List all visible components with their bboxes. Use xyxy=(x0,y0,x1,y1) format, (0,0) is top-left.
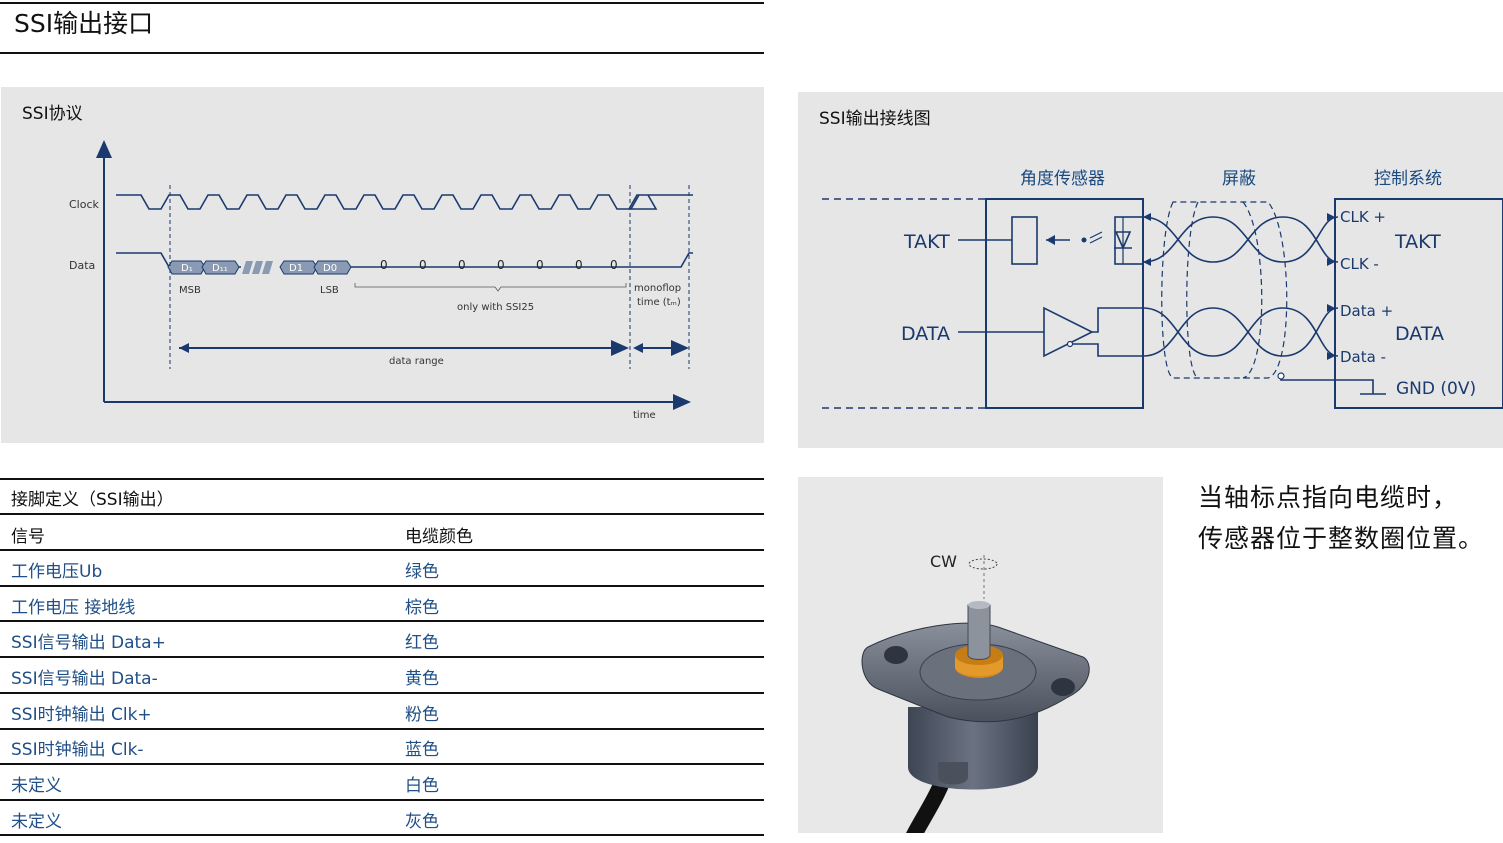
table-bottom-rule xyxy=(0,834,764,836)
data-range-label: data range xyxy=(389,356,444,367)
table-rule xyxy=(0,513,764,515)
note-line-2: 传感器位于整数圈位置。 xyxy=(1198,524,1485,553)
table-row-color: 棕色 xyxy=(405,598,439,618)
table-rule xyxy=(0,585,764,587)
data-minus-label: Data - xyxy=(1340,348,1386,366)
page-title: SSI输出接口 xyxy=(14,9,154,38)
zero-bit: 0 xyxy=(458,258,466,272)
zero-bits: 0 0 0 0 0 0 0 xyxy=(380,258,618,272)
table-row-color: 黄色 xyxy=(405,669,439,689)
bit-cells: D₁ D₁₁ D1 D0 xyxy=(167,260,352,275)
table-rule xyxy=(0,620,764,622)
note-line-1: 当轴标点指向电缆时， xyxy=(1198,483,1459,512)
control-label: 控制系统 xyxy=(1374,169,1442,189)
table-row-signal: 工作电压Ub xyxy=(11,562,103,582)
ssi-protocol-title: SSI协议 xyxy=(22,104,83,124)
control-box xyxy=(1334,198,1503,409)
sensor-illustration: CW xyxy=(861,552,1090,833)
clk-plus-label: CLK + xyxy=(1340,208,1386,226)
table-row-color: 白色 xyxy=(405,776,439,796)
data-right-label: DATA xyxy=(1395,323,1444,345)
zero-bit: 0 xyxy=(610,258,618,272)
bit-d0: D0 xyxy=(323,263,337,274)
table-row-signal: SSI时钟输出 Clk+ xyxy=(11,705,152,725)
table-rule xyxy=(0,692,764,694)
data-plus-label: Data + xyxy=(1340,302,1393,320)
table-rule xyxy=(0,799,764,801)
data-label: Data xyxy=(69,259,95,272)
table-row-signal: SSI信号输出 Data+ xyxy=(11,633,166,653)
sensor-label: 角度传感器 xyxy=(1020,169,1105,189)
table-row-color: 蓝色 xyxy=(405,740,439,760)
table-rule xyxy=(0,549,764,551)
table-row-signal: SSI时钟输出 Clk- xyxy=(11,740,144,760)
sensor-photo-panel: CW xyxy=(798,477,1163,833)
cw-label: CW xyxy=(930,552,957,571)
pin-table-title: 接脚定义（SSI输出） xyxy=(11,490,174,510)
bit-d1: D₁ xyxy=(181,263,193,274)
clock-waveform xyxy=(116,194,693,210)
col-header-color: 电缆颜色 xyxy=(405,527,473,547)
zero-bit: 0 xyxy=(536,258,544,272)
table-row-color: 红色 xyxy=(405,633,439,653)
monoflop-label: monoflop xyxy=(634,283,681,294)
zero-bit: 0 xyxy=(575,258,583,272)
mount-hole xyxy=(884,646,908,664)
wiring-panel: SSI输出接线图 角度传感器 屏蔽 控制系统 TAKT DATA xyxy=(798,92,1503,448)
table-top-rule xyxy=(0,478,764,480)
table-row-color: 灰色 xyxy=(405,812,439,832)
takt-left-label: TAKT xyxy=(903,231,950,253)
monoflop-time-label: time (tₘ) xyxy=(637,297,681,308)
ssi-protocol-panel: SSI协议 Clock Data D₁ D₁₁ D1 D0 xyxy=(1,87,764,443)
timing-diagram: Clock Data D₁ D₁₁ D1 D0 0 0 0 0 0 0 xyxy=(69,140,693,421)
takt-right-label: TAKT xyxy=(1394,231,1441,253)
wiring-diagram: 角度传感器 屏蔽 控制系统 TAKT DATA xyxy=(822,169,1503,409)
clk-minus-label: CLK - xyxy=(1340,255,1379,273)
mount-hole xyxy=(1051,678,1075,696)
shield-label: 屏蔽 xyxy=(1222,169,1256,189)
gnd-label: GND (0V) xyxy=(1396,379,1476,399)
table-row-color: 绿色 xyxy=(405,562,439,582)
lsb-label: LSB xyxy=(320,285,339,296)
sensor-box xyxy=(985,198,1144,409)
table-rule xyxy=(0,656,764,658)
msb-label: MSB xyxy=(179,285,201,296)
time-axis-label: time xyxy=(633,410,656,421)
sensor-shaft xyxy=(967,604,991,660)
clock-label: Clock xyxy=(69,198,100,211)
zero-bit: 0 xyxy=(497,258,505,272)
table-row-color: 粉色 xyxy=(405,705,439,725)
zero-bit: 0 xyxy=(380,258,388,272)
table-rule xyxy=(0,728,764,730)
bit-d1b: D1 xyxy=(289,263,303,274)
wiring-title: SSI输出接线图 xyxy=(819,109,931,129)
bit-d11: D₁₁ xyxy=(212,263,228,274)
top-rule xyxy=(0,2,764,4)
table-row-signal: 工作电压 接地线 xyxy=(11,598,136,618)
only-with-label: only with SSI25 xyxy=(457,302,534,313)
zero-bit: 0 xyxy=(419,258,427,272)
rotation-arrow-icon xyxy=(968,558,998,570)
table-row-signal: 未定义 xyxy=(11,776,62,796)
table-row-signal: 未定义 xyxy=(11,812,62,832)
table-row-signal: SSI信号输出 Data- xyxy=(11,669,158,689)
data-left-label: DATA xyxy=(901,323,950,345)
col-header-signal: 信号 xyxy=(11,527,45,547)
title-rule xyxy=(0,52,764,54)
table-rule xyxy=(0,763,764,765)
